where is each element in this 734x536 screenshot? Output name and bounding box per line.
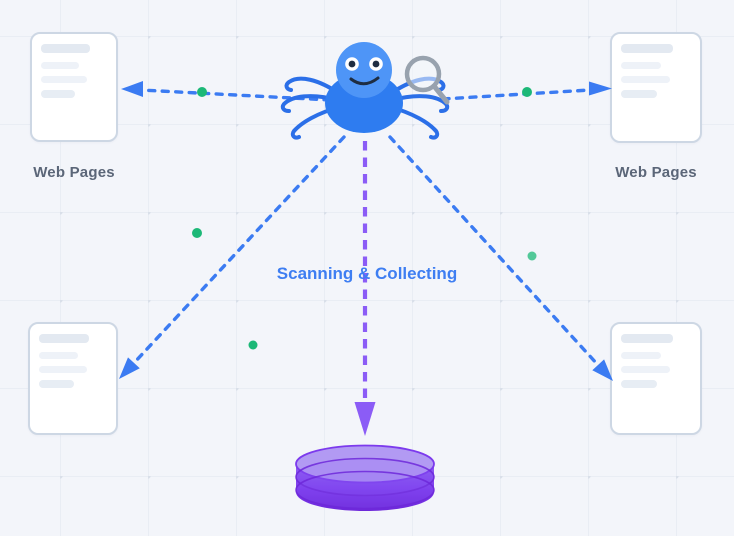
text-line-placeholder (41, 90, 75, 98)
text-line-placeholder (39, 380, 74, 388)
text-line-placeholder (41, 62, 79, 69)
crawl-arrow-heads (119, 81, 613, 381)
cylinder-body (296, 464, 434, 511)
text-line-placeholder (621, 380, 657, 388)
arrow-line-bottom-right (388, 135, 600, 367)
green-dot (192, 228, 202, 238)
cylinder-top (295, 444, 435, 484)
cylinder-seam (295, 470, 435, 510)
green-activity-dots (192, 87, 537, 350)
scanning-collecting-caption: Scanning & Collecting (276, 264, 458, 283)
spider-head (336, 42, 392, 98)
text-line-placeholder (621, 44, 673, 53)
web-page-card-top-right (610, 32, 702, 143)
text-line-placeholder (621, 62, 661, 69)
web-pages-label-top-left: Web Pages (33, 164, 115, 181)
arrow-line-top-left (139, 88, 332, 102)
web-page-card-top-left (30, 32, 118, 142)
spider-legs (280, 76, 450, 140)
text-line-placeholder (621, 352, 661, 359)
arrowhead-icon (589, 81, 612, 96)
spider-crawler-icon (280, 42, 450, 140)
green-dot (522, 87, 532, 97)
arrowhead-icon (119, 357, 140, 379)
arrow-line-bottom-left (132, 135, 346, 365)
spider-smile (349, 76, 380, 86)
spider-body (325, 73, 403, 133)
magnifying-glass-icon (404, 55, 450, 105)
green-dot (248, 340, 258, 350)
web-page-card-bottom-right (610, 322, 702, 435)
text-line-placeholder (41, 44, 90, 53)
text-line-placeholder (621, 366, 670, 373)
crawl-arrow-lines (132, 88, 600, 367)
green-dot (197, 87, 207, 97)
text-line-placeholder (39, 366, 87, 373)
collect-arrowhead-icon (354, 402, 376, 436)
text-line-placeholder (621, 334, 673, 343)
spider-eye (369, 57, 383, 71)
text-line-placeholder (39, 352, 78, 359)
arrowhead-icon (121, 81, 143, 97)
spider-eye (345, 57, 359, 71)
green-dot (527, 251, 537, 261)
text-line-placeholder (39, 334, 90, 343)
text-line-placeholder (621, 76, 670, 83)
text-line-placeholder (621, 90, 657, 98)
spider-pupil (348, 60, 356, 68)
spider-pupil (372, 60, 380, 68)
web-pages-label-top-right: Web Pages (615, 164, 697, 181)
text-line-placeholder (41, 76, 88, 83)
arrow-line-top-right (441, 88, 592, 101)
cylinder-seam (295, 457, 435, 497)
database-cylinder-icon (295, 444, 435, 511)
web-page-card-bottom-left (28, 322, 118, 435)
